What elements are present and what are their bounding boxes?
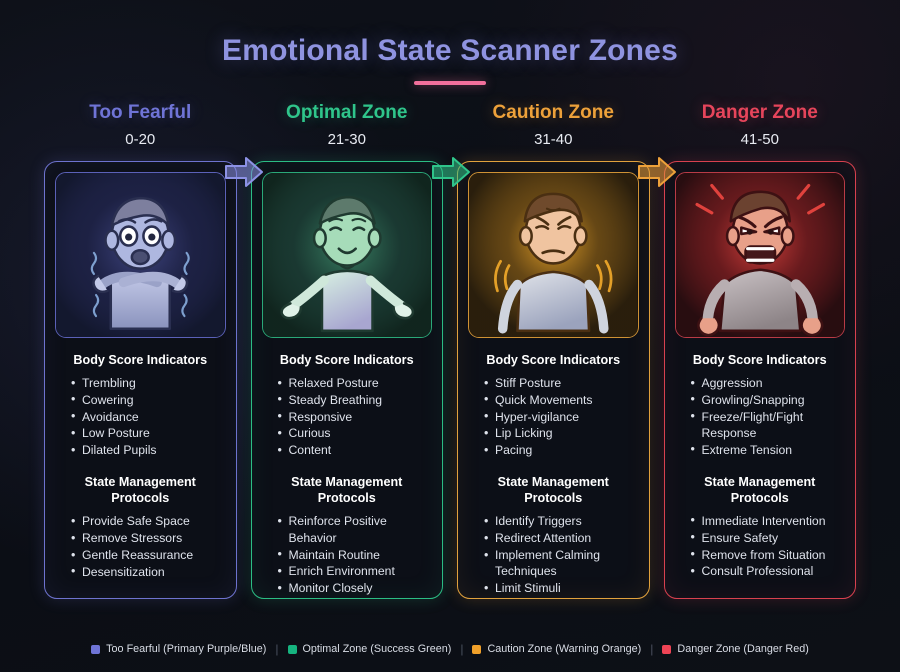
section-heading: State Management Protocols (84, 475, 196, 506)
section-list: Reinforce Positive BehaviorMaintain Rout… (262, 513, 433, 596)
zone-list-item: Immediate Intervention (691, 512, 846, 529)
legend-item: Too Fearful (Primary Purple/Blue) (91, 643, 266, 655)
zone-list-item: Avoidance (71, 408, 226, 425)
zone-list-item: Aggression (691, 374, 846, 391)
zone-card[interactable]: Body Score Indicators Relaxed PostureSte… (250, 161, 443, 599)
zone-list-item: Maintain Routine (278, 546, 433, 563)
zone-list-item: Hyper-vigilance (484, 408, 639, 425)
zone-list-item: Enrich Environment (278, 563, 433, 580)
zone-list-item: Provide Safe Space (71, 513, 226, 530)
section-list: Identify TriggersRedirect AttentionImple… (468, 513, 639, 596)
zone-list-item: Low Posture (71, 425, 226, 442)
zone-list-item: Desensitization (71, 563, 226, 580)
legend-item: Danger Zone (Danger Red) (662, 643, 809, 655)
legend-swatch (472, 644, 482, 654)
zone-range: 31-40 (534, 131, 573, 148)
zone-list-item: Growling/Snapping (691, 391, 846, 408)
section-heading: State Management Protocols (497, 475, 609, 506)
zone-list-item: Lip Licking (484, 425, 639, 442)
zone-list-item: Trembling (71, 374, 226, 391)
legend-swatch (91, 644, 101, 654)
zone-title: Too Fearful (89, 102, 192, 123)
zone-list-item: Ensure Safety (691, 529, 846, 546)
calm-person-icon (261, 172, 432, 338)
zone-column: Too Fearful 0-20 (44, 102, 237, 599)
zone-list-item: Quick Movements (484, 391, 639, 408)
section-heading: Body Score Indicators (279, 353, 414, 367)
legend-separator: | (650, 642, 654, 656)
section-heading: Body Score Indicators (486, 353, 621, 367)
zone-list-item: Stiff Posture (484, 374, 639, 391)
zone-list-item: Reinforce Positive Behavior (278, 513, 433, 546)
section-list: Immediate InterventionEnsure SafetyRemov… (675, 512, 846, 580)
zone-list-item: Steady Breathing (278, 391, 433, 408)
zone-list-item: Relaxed Posture (278, 374, 433, 391)
zone-column: Caution Zone 31-40 (457, 102, 650, 599)
section-heading: State Management Protocols (704, 474, 816, 505)
zone-list-item: Redirect Attention (484, 530, 639, 547)
section-heading: Body Score Indicators (692, 353, 827, 367)
zone-list-item: Curious (278, 425, 433, 442)
zone-list-item: Consult Professional (691, 563, 846, 580)
zone-card[interactable]: Body Score Indicators Stiff PostureQuick… (457, 161, 650, 599)
fearful-person-icon (55, 172, 226, 338)
zone-range: 21-30 (327, 131, 366, 148)
zone-list-item: Pacing (484, 442, 639, 459)
zone-range: 0-20 (125, 131, 156, 148)
legend-label: Caution Zone (Warning Orange) (487, 643, 642, 655)
zone-list-item: Remove from Situation (691, 546, 846, 563)
zone-list-item: Dilated Pupils (71, 442, 226, 459)
zone-list-item: Extreme Tension (691, 441, 846, 458)
zone-list-item: Cowering (71, 391, 226, 408)
section-list: TremblingCoweringAvoidanceLow PostureDil… (55, 374, 226, 459)
zone-card[interactable]: Body Score Indicators TremblingCoweringA… (44, 161, 237, 599)
legend-label: Optimal Zone (Success Green) (302, 643, 452, 655)
zone-list-item: Responsive (278, 408, 433, 425)
legend-separator: | (460, 642, 464, 656)
angry-person-icon (674, 172, 845, 338)
zone-list-item: Implement Calming Techniques (484, 547, 639, 580)
section-list: Stiff PostureQuick MovementsHyper-vigila… (468, 374, 639, 459)
section-list: Provide Safe SpaceRemove StressorsGentle… (55, 513, 226, 580)
zone-list-item: Limit Stimuli (484, 580, 639, 597)
zone-title: Optimal Zone (286, 102, 408, 123)
legend-swatch (287, 644, 297, 654)
zone-list-item: Remove Stressors (71, 530, 226, 547)
section-list: AggressionGrowling/SnappingFreeze/Flight… (675, 374, 846, 458)
legend-label: Danger Zone (Danger Red) (677, 643, 809, 655)
zone-columns: Too Fearful 0-20 (44, 102, 856, 599)
zone-list-item: Identify Triggers (484, 513, 639, 530)
zone-list-item: Content (278, 442, 433, 459)
zone-list-item: Gentle Reassurance (71, 547, 226, 564)
stern-person-icon (468, 172, 639, 338)
section-heading: State Management Protocols (291, 475, 403, 506)
zone-card[interactable]: Body Score Indicators AggressionGrowling… (663, 161, 856, 599)
page-title: Emotional State Scanner Zones (222, 34, 678, 67)
legend-separator: | (275, 642, 279, 656)
section-heading: Body Score Indicators (73, 353, 208, 367)
zone-title: Caution Zone (492, 102, 614, 123)
zone-list-item: Freeze/Flight/Fight Response (691, 408, 846, 442)
title-block: Emotional State Scanner Zones (0, 34, 900, 85)
legend-label: Too Fearful (Primary Purple/Blue) (106, 643, 267, 655)
zone-list-item: Monitor Closely (278, 580, 433, 597)
zone-column: Optimal Zone 21-30 (250, 102, 443, 599)
title-underline-rule (414, 81, 486, 85)
legend: Too Fearful (Primary Purple/Blue) | Optim… (0, 642, 900, 656)
section-list: Relaxed PostureSteady BreathingResponsiv… (262, 374, 433, 459)
legend-item: Caution Zone (Warning Orange) (472, 643, 641, 655)
zone-title: Danger Zone (701, 102, 818, 123)
zone-range: 41-50 (740, 131, 779, 148)
zone-column: Danger Zone 41-50 (663, 102, 856, 599)
legend-item: Optimal Zone (Success Green) (287, 643, 452, 655)
legend-swatch (662, 644, 672, 654)
